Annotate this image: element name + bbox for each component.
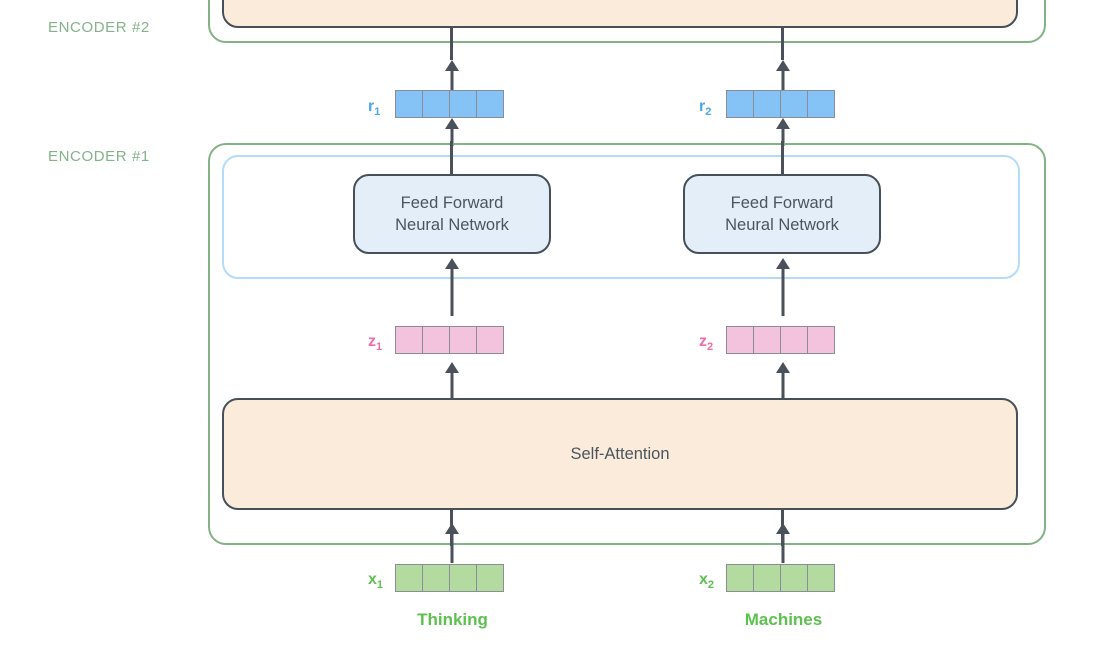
encoder-1-frame	[208, 143, 1046, 545]
feed-forward-block-1: Feed Forward Neural Network	[353, 174, 551, 254]
arrow-z1-to-ffn1	[444, 258, 459, 316]
input-word-1: Thinking	[417, 610, 488, 629]
vector-cell	[395, 90, 423, 118]
encoder-2-self-attention-block: Self-Attention	[222, 0, 1018, 28]
vector-cell	[449, 326, 477, 354]
vector-cell	[780, 326, 808, 354]
vector-cell	[449, 90, 477, 118]
vector-cell	[422, 326, 450, 354]
vector-cell	[422, 564, 450, 592]
vector-cell	[476, 326, 504, 354]
vector-cell	[476, 564, 504, 592]
vector-label-z1-text: z	[368, 333, 376, 350]
self-attention-block: Self-Attention	[222, 398, 1018, 510]
vector-label-z2-sub: 2	[707, 341, 714, 354]
vector-cell	[726, 326, 754, 354]
arrow-z2-to-ffn2	[775, 258, 790, 316]
feed-forward-block-2-label: Feed Forward Neural Network	[725, 192, 839, 237]
vector-cell	[726, 564, 754, 592]
vector-label-r1: r1	[368, 98, 380, 118]
arrow-encoder1-to-r1	[444, 118, 459, 146]
vector-label-z2-text: z	[699, 333, 707, 350]
vector-label-x1: x1	[368, 571, 383, 591]
vector-cell	[422, 90, 450, 118]
vector-z1	[395, 326, 504, 354]
vector-cell	[807, 564, 835, 592]
vector-label-r2: r2	[699, 98, 711, 118]
feed-forward-sublayer-container	[222, 155, 1020, 279]
encoder-2-label: ENCODER #2	[48, 19, 150, 36]
connector-ffn1-to-top	[450, 141, 453, 176]
vector-cell	[449, 564, 477, 592]
connector-ffn2-to-top	[781, 141, 784, 176]
arrow-r1-up	[444, 60, 459, 90]
arrow-x1-to-attention	[444, 523, 459, 563]
connector-r1-to-encoder2	[450, 28, 453, 60]
vector-cell	[753, 90, 781, 118]
ffn-line-1: Feed Forward	[400, 193, 504, 212]
vector-label-z1: z1	[368, 333, 382, 353]
vector-cell	[395, 564, 423, 592]
arrow-attention-to-z1	[444, 362, 459, 400]
encoder-2-frame	[208, 0, 1046, 43]
vector-label-x1-text: x	[368, 571, 377, 588]
vector-cell	[807, 326, 835, 354]
vector-z2	[726, 326, 835, 354]
vector-cell	[780, 564, 808, 592]
vector-label-z1-sub: 1	[376, 341, 383, 354]
vector-label-x2-sub: 2	[707, 579, 715, 592]
vector-r2	[726, 90, 835, 118]
vector-cell	[753, 326, 781, 354]
arrow-r2-up	[775, 60, 790, 90]
input-word-2: Machines	[744, 610, 823, 629]
self-attention-label: Self-Attention	[570, 444, 670, 463]
arrow-attention-to-z2	[775, 362, 790, 400]
encoder-1-label: ENCODER #1	[48, 148, 150, 165]
vector-x1	[395, 564, 504, 592]
vector-label-x2: x2	[699, 571, 714, 591]
feed-forward-block-2: Feed Forward Neural Network	[683, 174, 881, 254]
vector-label-x2-text: x	[699, 571, 708, 588]
vector-cell	[395, 326, 423, 354]
vector-cell	[780, 90, 808, 118]
arrow-x2-to-attention	[775, 523, 790, 563]
vector-label-x1-sub: 1	[376, 579, 384, 592]
vector-label-r2-sub: 2	[705, 106, 712, 119]
vector-label-r1-text: r	[368, 98, 375, 115]
feed-forward-block-1-label: Feed Forward Neural Network	[395, 192, 509, 237]
vector-label-r1-sub: 1	[374, 106, 381, 119]
ffn-line-1: Feed Forward	[730, 193, 834, 212]
vector-r1	[395, 90, 504, 118]
vector-label-z2: z2	[699, 333, 713, 353]
vector-cell	[753, 564, 781, 592]
vector-x2	[726, 564, 835, 592]
arrow-encoder1-to-r2	[775, 118, 790, 146]
vector-label-r2-text: r	[699, 98, 706, 115]
ffn-line-2: Neural Network	[725, 216, 839, 234]
connector-r2-to-encoder2	[781, 28, 784, 60]
vector-cell	[476, 90, 504, 118]
vector-cell	[807, 90, 835, 118]
ffn-line-2: Neural Network	[395, 216, 509, 234]
vector-cell	[726, 90, 754, 118]
